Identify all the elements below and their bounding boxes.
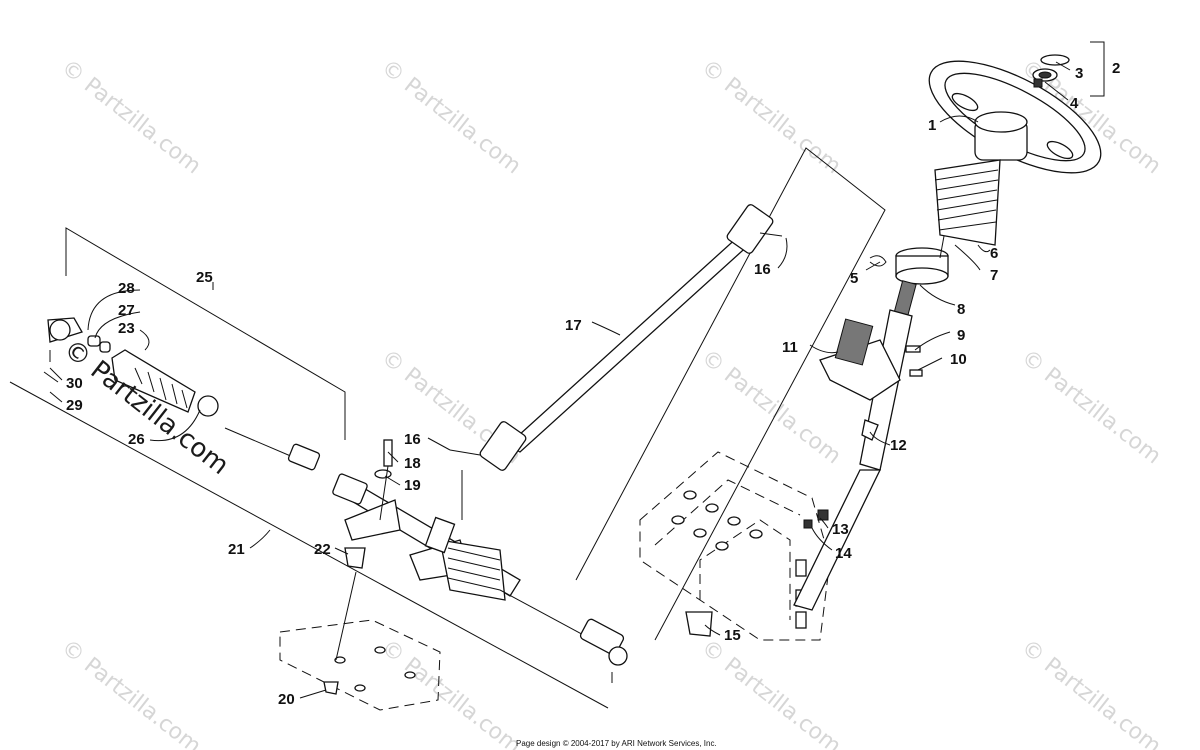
callout-13: 13: [832, 521, 849, 538]
watermark: © Partzilla.com: [696, 635, 845, 750]
callout-4: 4: [1070, 95, 1079, 112]
callout-14: 14: [835, 545, 852, 562]
rack-fasteners: [374, 439, 393, 521]
watermark: © Partzilla.com: [696, 55, 845, 179]
callout-3: 3: [1075, 65, 1083, 82]
intermediate-shaft: [449, 204, 783, 512]
callout-28: 28: [118, 280, 135, 297]
callout-21: 21: [228, 541, 245, 558]
hub-cap-parts: [1032, 54, 1070, 88]
callout-7: 7: [990, 267, 998, 284]
callout-8: 8: [957, 301, 965, 318]
column-small-parts: [685, 255, 887, 637]
callout-17: 17: [565, 317, 582, 334]
steering-column: [793, 280, 923, 611]
callout-16a: 16: [754, 261, 771, 278]
watermark: © Partzilla.com: [1016, 635, 1165, 750]
steering-boot: [934, 159, 1001, 246]
callout-1: 1: [928, 117, 936, 134]
footer-copyright: Page design © 2004-2017 by ARI Network S…: [516, 739, 717, 748]
column-collar: [895, 235, 949, 285]
steering-wheel: [928, 60, 1102, 174]
watermark: © Partzilla.com: [376, 635, 525, 750]
callout-20: 20: [278, 691, 295, 708]
frame-2: [1090, 41, 1105, 97]
frame-21: [9, 381, 609, 709]
callout-25: 25: [196, 269, 213, 286]
steering-rack: [323, 479, 628, 695]
callout-22: 22: [314, 541, 331, 558]
callout-9: 9: [957, 327, 965, 344]
watermark: © Partzilla.com: [56, 635, 205, 750]
callout-27: 27: [118, 302, 135, 319]
group-frames: [9, 41, 1105, 709]
callout-19: 19: [404, 477, 421, 494]
callout-12: 12: [890, 437, 907, 454]
callout-15: 15: [724, 627, 741, 644]
chassis-frame: [639, 451, 831, 641]
callout-26: 26: [128, 431, 145, 448]
watermark: © Partzilla.com: [56, 55, 205, 179]
callout-11: 11: [782, 339, 798, 356]
callout-2: 2: [1112, 60, 1120, 77]
callout-5: 5: [850, 270, 858, 287]
frame-25: [65, 227, 346, 440]
callout-16b: 16: [404, 431, 421, 448]
callout-6: 6: [990, 245, 998, 262]
callout-29: 29: [66, 397, 83, 414]
callout-labels: 1 2 3 4 5 6 7 8 9 10 11 12 13 14 15 16 1…: [66, 60, 1120, 708]
callout-18: 18: [404, 455, 421, 472]
leader-lines: [49, 61, 1071, 699]
frame-17: [575, 147, 886, 641]
watermark: © Partzilla.com: [376, 55, 525, 179]
floor-bracket: [279, 619, 441, 711]
callout-30: 30: [66, 375, 83, 392]
callout-23: 23: [118, 320, 135, 337]
callout-10: 10: [950, 351, 967, 368]
watermark: © Partzilla.com: [1016, 345, 1165, 469]
tie-rod: [43, 317, 368, 505]
